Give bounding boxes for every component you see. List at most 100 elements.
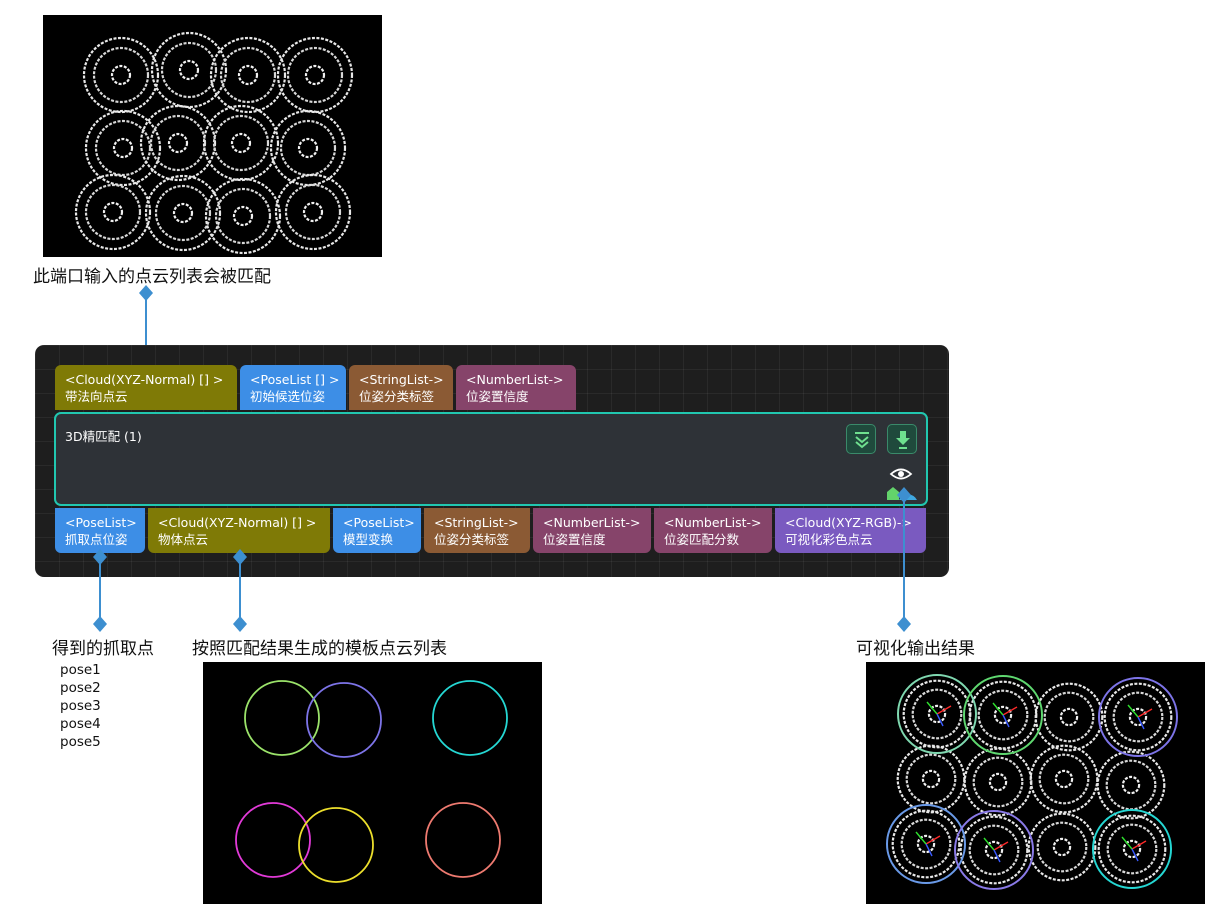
inner-ring — [237, 64, 259, 86]
input-port-numberlist[interactable]: <NumberList-> 位姿置信度 — [456, 365, 576, 410]
inner-ring — [984, 840, 1004, 860]
matched-outline — [897, 674, 977, 754]
input-port-cloud[interactable]: <Cloud(XYZ-Normal) [] > 带法向点云 — [55, 365, 237, 410]
visual-connector — [897, 487, 911, 632]
eye-icon[interactable] — [889, 465, 913, 483]
port-type: <NumberList-> — [466, 372, 564, 387]
port-label: 物体点云 — [158, 532, 209, 547]
inner-ring — [921, 769, 941, 789]
port-type: <PoseList [] > — [250, 372, 340, 387]
matched-outline — [954, 810, 1034, 890]
port-label: 位姿分类标签 — [359, 389, 435, 404]
port-label: 位姿置信度 — [466, 389, 529, 404]
run-step-button[interactable] — [887, 424, 917, 454]
template-circle — [425, 802, 501, 878]
outer-ring — [274, 173, 352, 251]
inner-ring — [297, 137, 319, 159]
inner-ring — [1121, 775, 1141, 795]
pose-axis-y — [915, 831, 927, 845]
middle-ring — [972, 756, 1024, 808]
output-port-model-transform[interactable]: <PoseList> 模型变换 — [333, 508, 421, 553]
input-port-poselist[interactable]: <PoseList [] > 初始候选位姿 — [240, 365, 346, 410]
visual-output-rings — [886, 674, 1178, 890]
pose-axis-y — [992, 702, 1004, 716]
output-port-confidence[interactable]: <NumberList-> 位姿置信度 — [533, 508, 651, 553]
middle-ring — [284, 183, 342, 241]
port-type: <NumberList-> — [664, 515, 762, 530]
output-port-grasp-poses[interactable]: <PoseList> 抓取点位姿 — [55, 508, 145, 553]
output-port-match-score[interactable]: <NumberList-> 位姿匹配分数 — [654, 508, 772, 553]
inner-ring — [304, 64, 326, 86]
input-cloud-image — [43, 15, 382, 257]
middle-ring — [160, 41, 218, 99]
pose-axis-z — [1137, 716, 1145, 730]
inner-ring — [1059, 707, 1079, 727]
grasp-connector — [93, 549, 107, 632]
middle-ring — [94, 119, 152, 177]
visual-output-caption: 可视化输出结果 — [856, 639, 975, 659]
output-port-object-clouds[interactable]: <Cloud(XYZ-Normal) [] > 物体点云 — [148, 508, 330, 553]
matched-outline — [1092, 809, 1172, 889]
inner-ring — [1054, 769, 1074, 789]
port-type: <PoseList> — [65, 515, 137, 530]
outer-ring — [150, 31, 228, 109]
step-node-3d-fine-matching[interactable]: <Cloud(XYZ-Normal) [] > 带法向点云 <PoseList … — [35, 345, 949, 577]
grasp-points-caption: 得到的抓取点 — [52, 639, 154, 659]
pose-axis-x — [1137, 708, 1153, 718]
port-type: <Cloud(XYZ-RGB)-> — [785, 515, 912, 530]
template-circle — [306, 682, 382, 758]
pose-item: pose5 — [60, 734, 101, 750]
node-title: 3D精匹配 (1) — [65, 429, 142, 444]
port-type: <PoseList> — [343, 515, 415, 530]
inner-ring — [112, 137, 134, 159]
template-clouds-caption: 按照匹配结果生成的模板点云列表 — [192, 639, 447, 659]
inner-ring — [102, 201, 124, 223]
outer-ring — [202, 104, 280, 182]
port-type: <Cloud(XYZ-Normal) [] > — [65, 372, 224, 387]
pose-axis-x — [936, 705, 952, 715]
inner-ring — [230, 132, 252, 154]
middle-ring — [84, 183, 142, 241]
input-port-stringlist[interactable]: <StringList-> 位姿分类标签 — [349, 365, 453, 410]
template-circle — [235, 802, 311, 878]
collapse-button[interactable] — [846, 424, 876, 454]
collapse-icon — [855, 432, 869, 449]
node-body[interactable]: 3D精匹配 (1) — [54, 412, 928, 506]
inner-ring — [1122, 839, 1142, 859]
pose-item: pose1 — [60, 662, 101, 678]
matched-outline — [1098, 677, 1178, 757]
outer-ring — [269, 109, 347, 187]
run-step-icon — [896, 431, 910, 449]
pose-axis-x — [1002, 706, 1018, 716]
pose-axis-y — [1127, 704, 1139, 718]
inner-ring — [1128, 707, 1148, 727]
outer-ring — [959, 815, 1029, 885]
middle-ring — [911, 688, 963, 740]
pose-axis-x — [1131, 840, 1147, 850]
inner-ring — [916, 834, 936, 854]
outer-ring — [204, 177, 282, 255]
middle-ring — [977, 689, 1029, 741]
inner-ring — [110, 64, 132, 86]
pose-item: pose2 — [60, 680, 101, 696]
input-cloud-rings — [74, 31, 354, 255]
outer-ring — [139, 104, 217, 182]
middle-ring — [1106, 823, 1158, 875]
middle-ring — [1105, 759, 1157, 811]
middle-ring — [1112, 691, 1164, 743]
middle-ring — [1043, 691, 1095, 743]
output-port-visual-cloud[interactable]: <Cloud(XYZ-RGB)-> 可视化彩色点云 — [775, 508, 926, 553]
outer-ring — [1027, 812, 1097, 882]
inner-ring — [993, 705, 1013, 725]
outer-ring — [891, 809, 961, 879]
outer-ring — [968, 680, 1038, 750]
pose-item: pose4 — [60, 716, 101, 732]
matched-outline — [886, 804, 966, 884]
port-type: <StringList-> — [359, 372, 444, 387]
middle-ring — [214, 187, 272, 245]
outer-ring — [276, 36, 354, 114]
output-port-stringlist[interactable]: <StringList-> 位姿分类标签 — [424, 508, 530, 553]
middle-ring — [279, 119, 337, 177]
inner-ring — [988, 772, 1008, 792]
outer-ring — [1097, 814, 1167, 884]
